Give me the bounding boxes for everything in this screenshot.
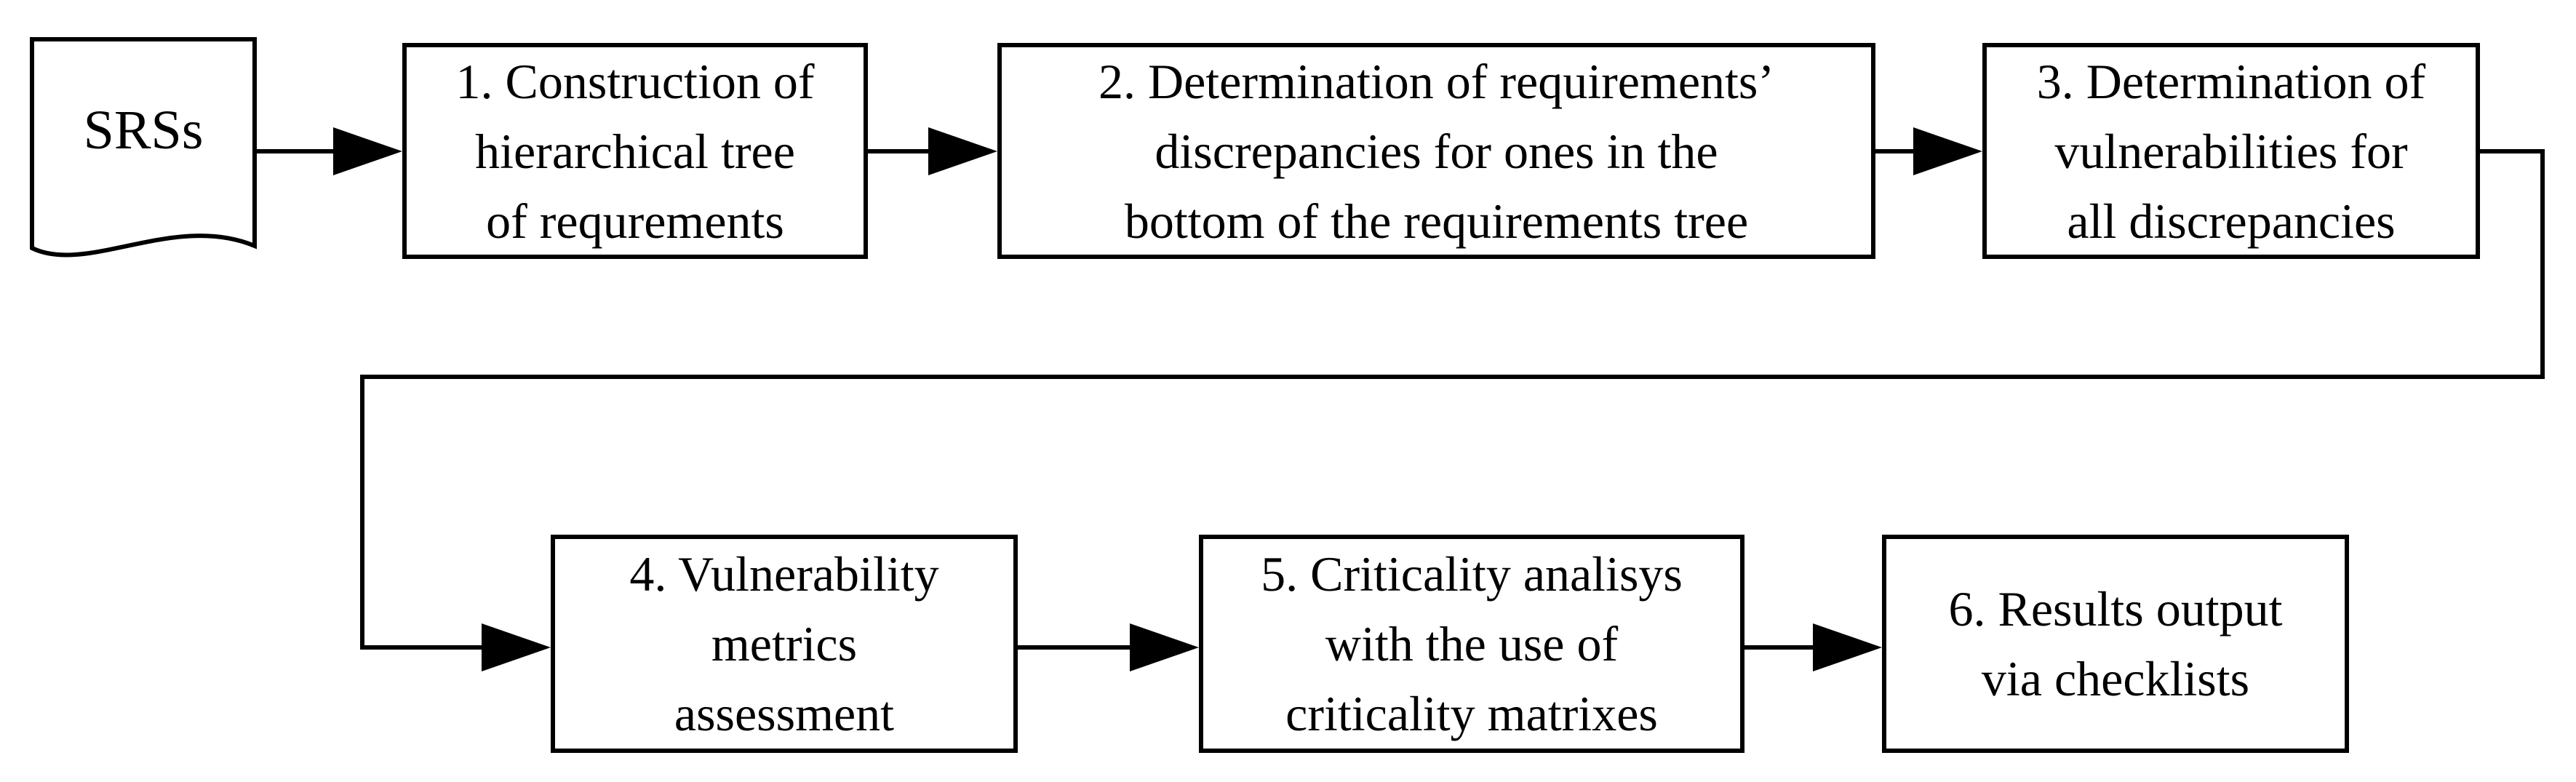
node-step2: 2. Determination of requirements’ discre… xyxy=(997,43,1875,259)
node-step2-label: 2. Determination of requirements’ discre… xyxy=(1098,53,1775,249)
node-step1: 1. Construction of hierarchical tree of … xyxy=(402,43,868,259)
node-step3: 3. Determination of vulnerabilities for … xyxy=(1982,43,2480,259)
connector-step3-to-step4 xyxy=(360,149,2545,650)
document-shape xyxy=(30,37,257,258)
arrowhead-step1-to-step2 xyxy=(928,127,997,175)
node-srs: SRSs xyxy=(32,39,255,221)
node-step1-label: 1. Construction of hierarchical tree of … xyxy=(455,53,815,249)
node-srs-label: SRSs xyxy=(83,100,204,161)
node-step4: 4. Vulnerability metrics assessment xyxy=(551,535,1018,753)
node-step3-label: 3. Determination of vulnerabilities for … xyxy=(2036,53,2426,249)
node-step6-label: 6. Results output via checklists xyxy=(1948,581,2283,706)
arrowhead-step3-to-step4 xyxy=(482,623,551,671)
arrowhead-step4-to-step5 xyxy=(1130,623,1199,671)
arrowhead-step5-to-step6 xyxy=(1813,623,1882,671)
arrowhead-step2-to-step3 xyxy=(1913,127,1982,175)
arrowhead-srs-to-step1 xyxy=(333,127,402,175)
node-step4-label: 4. Vulnerability metrics assessment xyxy=(629,546,939,741)
node-step6: 6. Results output via checklists xyxy=(1882,535,2349,753)
node-step5: 5. Criticality analisys with the use of … xyxy=(1199,535,1744,753)
node-step5-label: 5. Criticality analisys with the use of … xyxy=(1261,546,1683,741)
